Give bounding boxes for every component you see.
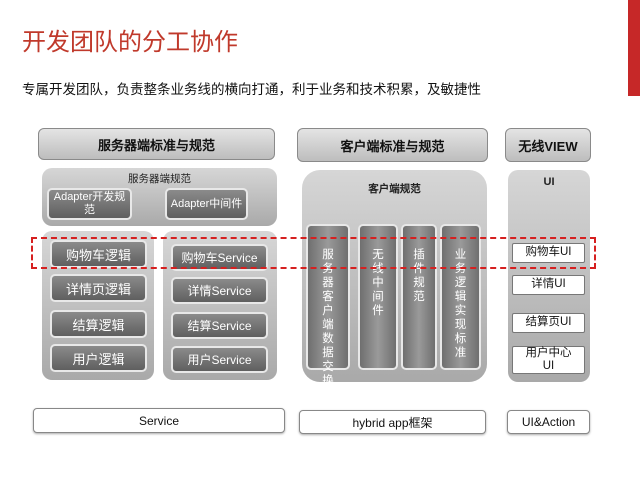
client-data-exchange-column: 服务器客户端数据交换规范 bbox=[306, 224, 350, 415]
cart-service-box: 购物车Service bbox=[171, 244, 268, 271]
detail-service-label: 详情Service bbox=[187, 284, 252, 298]
adapter-middleware-label: Adapter中间件 bbox=[170, 197, 243, 210]
user-logic-label: 用户逻辑 bbox=[72, 351, 125, 367]
wireless-ui-title: UI bbox=[543, 176, 555, 188]
cart-logic-label: 购物车逻辑 bbox=[65, 247, 131, 263]
client-middleware-label: 无线中间件 bbox=[372, 249, 384, 318]
server-header: 服务器端标准与规范 bbox=[38, 128, 275, 160]
detail-logic-box: 详情页逻辑 bbox=[50, 274, 147, 302]
detail-logic-label: 详情页逻辑 bbox=[65, 281, 131, 297]
server-spec-title: 服务器端规范 bbox=[128, 173, 191, 185]
client-footer: hybrid app框架 bbox=[299, 410, 486, 434]
checkout-logic-label: 结算逻辑 bbox=[72, 317, 125, 333]
user-logic-box: 用户逻辑 bbox=[50, 344, 147, 372]
checkout-service-label: 结算Service bbox=[187, 319, 252, 333]
user-center-ui-box: 用户中心UI bbox=[512, 346, 585, 374]
client-business-logic-column: 业务逻辑实现标准 bbox=[440, 224, 481, 370]
client-middleware-column: 无线中间件 bbox=[358, 224, 398, 370]
client-plugin-column: 插件规范 bbox=[401, 224, 437, 370]
page-title: 开发团队的分工协作 bbox=[22, 29, 238, 56]
client-header: 客户端标准与规范 bbox=[297, 128, 488, 162]
user-service-box: 用户Service bbox=[171, 346, 268, 373]
adapter-dev-spec-label: Adapter开发规范 bbox=[53, 191, 126, 216]
checkout-logic-box: 结算逻辑 bbox=[50, 310, 147, 338]
cart-highlight-band bbox=[31, 237, 596, 269]
server-footer: Service bbox=[33, 408, 285, 433]
client-data-exchange-label: 服务器客户端数据交换规范 bbox=[322, 249, 334, 415]
adapter-middleware-box: Adapter中间件 bbox=[165, 188, 248, 220]
client-business-logic-label: 业务逻辑实现标准 bbox=[454, 249, 467, 360]
wireless-header: 无线VIEW bbox=[505, 128, 591, 162]
client-spec-title: 客户端规范 bbox=[368, 183, 421, 195]
client-plugin-label: 插件规范 bbox=[413, 249, 425, 304]
cart-service-label: 购物车Service bbox=[181, 251, 258, 265]
adapter-dev-spec-box: Adapter开发规范 bbox=[47, 188, 132, 220]
checkout-ui-box: 结算页UI bbox=[512, 313, 585, 333]
detail-service-box: 详情Service bbox=[171, 277, 268, 304]
user-service-label: 用户Service bbox=[187, 353, 252, 367]
wireless-footer: UI&Action bbox=[507, 410, 590, 434]
checkout-service-box: 结算Service bbox=[171, 312, 268, 339]
page-subtitle: 专属开发团队，负责整条业务线的横向打通，利于业务和技术积累，及敏捷性 bbox=[22, 82, 481, 97]
detail-ui-box: 详情UI bbox=[512, 275, 585, 295]
accent-strip bbox=[628, 0, 640, 96]
cart-ui-box: 购物车UI bbox=[512, 243, 585, 263]
